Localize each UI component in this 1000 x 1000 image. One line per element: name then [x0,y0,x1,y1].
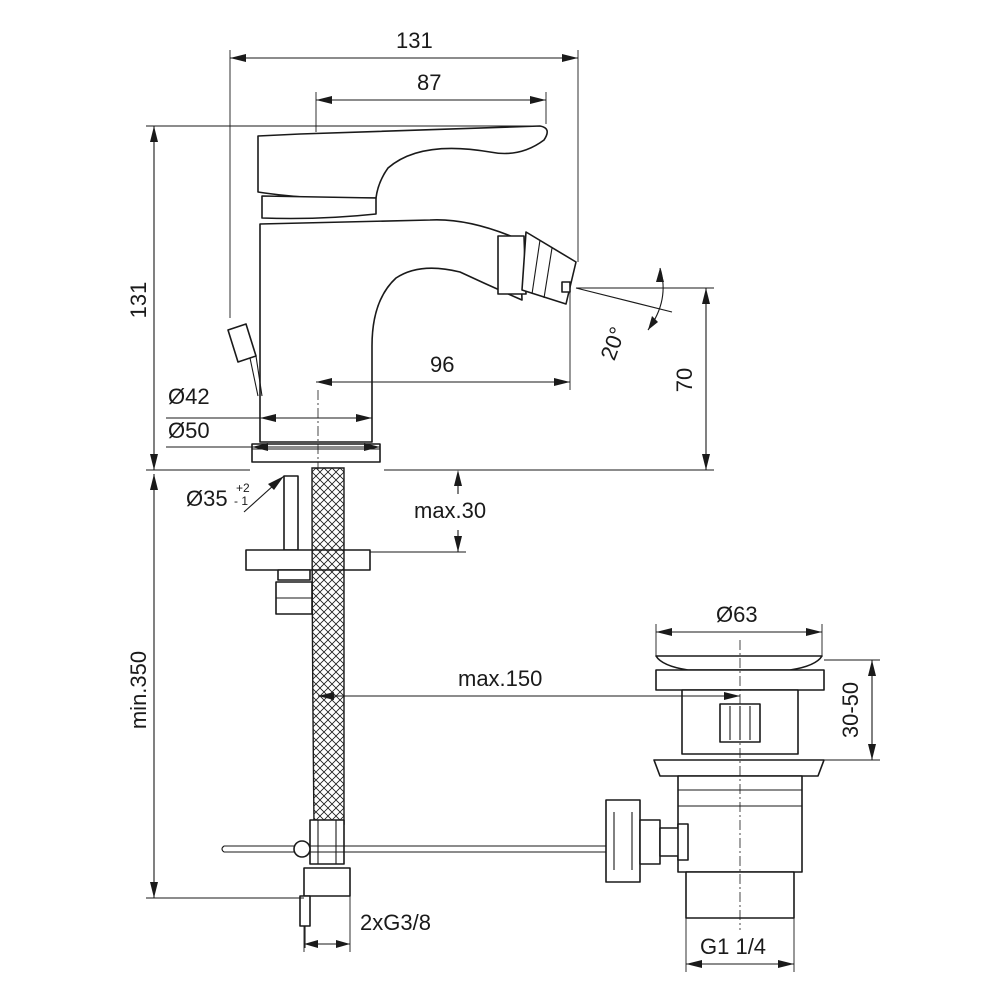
waste-assembly [605,640,825,930]
dim-deck-thickness-label: max.30 [414,498,486,523]
dim-hole-tol-plus: +2 [236,481,250,495]
waste-plug [655,655,823,671]
dim-waste-thread-label: G1 1/4 [700,934,766,959]
dim-body-diameter-label: Ø42 [168,384,210,409]
dim-overall-height: 131 [126,125,540,471]
dim-base-diameter-label: Ø50 [168,418,210,443]
dim-body-diameter: Ø42 [166,384,372,422]
dim-hole-diameter-label: Ø35 [186,486,228,511]
dim-spout-reach: 96 [316,290,571,390]
dim-waste-height-label: 30-50 [838,682,863,738]
dim-hose-length: min.350 [126,474,304,899]
dim-spray-angle-label: 20° [596,324,631,364]
dim-handle-reach-label: 87 [417,70,441,95]
dim-hose-length-label: min.350 [126,651,151,729]
dim-overall-width: 131 [229,28,579,318]
dim-waste-diameter-label: Ø63 [716,602,758,627]
waste-flange [653,759,825,777]
dim-waste-height: 30-50 [824,659,880,761]
dim-spray-angle: 20° [575,267,673,364]
dim-connections-label: 2xG3/8 [360,910,431,935]
dim-deck-thickness: max.30 [370,470,486,553]
pop-up-knob [227,323,263,397]
mounting-hardware [245,475,371,615]
dim-waste-diameter: Ø63 [655,602,823,656]
mixer-cap [261,195,377,220]
dim-spout-height: 70 [384,287,714,471]
dim-pop-up-rod-label: max.150 [458,666,542,691]
mixer-body-spout [259,219,523,443]
dim-overall-height-label: 131 [126,282,151,319]
braided-hose [311,467,345,825]
dim-hole-diameter: Ø35 +2 - 1 [186,475,285,513]
dim-waste-thread: G1 1/4 [685,918,795,972]
waste-linkage [605,799,689,883]
dim-connections: 2xG3/8 [303,896,431,952]
dim-handle-reach: 87 [315,70,547,132]
pop-up-rod [221,840,610,858]
mixer-lever [257,125,548,199]
dim-base-diameter: Ø50 [166,418,380,451]
dim-spout-height-label: 70 [672,368,697,392]
hose-fittings [299,819,351,948]
mixer-assembly [227,125,577,948]
dim-overall-width-label: 131 [396,28,433,53]
dim-hole-tol-minus: - 1 [234,494,248,508]
dim-spout-reach-label: 96 [430,352,454,377]
dim-pop-up-rod: max.150 [318,666,740,700]
spray-nozzle [497,231,577,305]
